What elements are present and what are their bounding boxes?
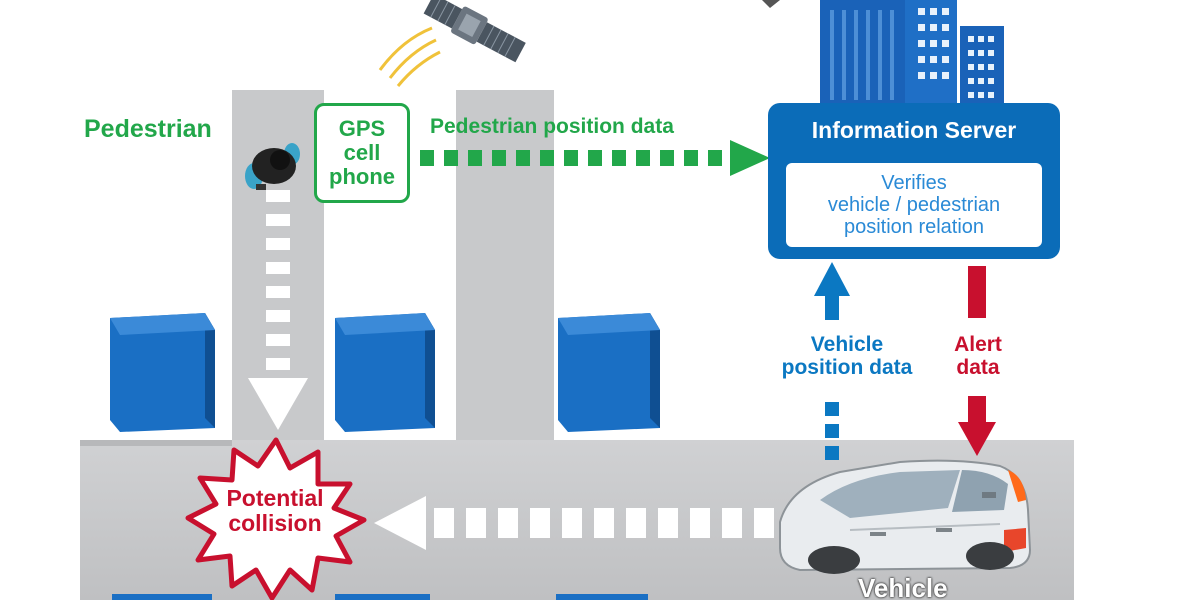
block-bottom-1	[112, 594, 212, 600]
potential-collision-label: Potential collision	[200, 485, 350, 537]
server-title: Information Server	[811, 117, 1017, 143]
vehicle-path-arrow	[374, 496, 774, 550]
server-description: Verifies vehicle / pedestrian position r…	[786, 163, 1042, 247]
city-blocks	[110, 313, 660, 600]
vehicle-position-data-label: Vehicle position data	[768, 333, 926, 379]
block-2	[335, 313, 435, 432]
alert-line2: data	[956, 355, 1000, 379]
gps-cell-phone-box: GPS cell phone	[314, 103, 410, 203]
pedestrian-label: Pedestrian	[84, 115, 212, 143]
collision-burst-icon	[185, 437, 367, 600]
block-3	[558, 313, 660, 432]
collision-line1: Potential	[226, 485, 324, 511]
alert-data-arrow	[958, 266, 996, 456]
pedestrian-icon	[245, 143, 300, 190]
vehicle-position-line1: Vehicle	[810, 333, 884, 356]
vertical-road-right	[456, 90, 554, 445]
alert-data-label: Alert data	[940, 333, 1016, 379]
road-left-edge	[80, 440, 232, 446]
block-bottom-2	[335, 594, 430, 600]
server-desc-line1: Verifies	[881, 172, 947, 194]
gps-label-line3: phone	[329, 163, 395, 189]
car-icon	[779, 459, 1032, 574]
vehicle-data-arrow	[814, 262, 850, 460]
block-bottom-3	[556, 594, 648, 600]
pedestrian-position-data-label: Pedestrian position data	[430, 115, 674, 138]
buildings-icon	[762, 0, 1004, 110]
vehicle-position-line2: position data	[781, 355, 913, 379]
vehicle-label: Vehicle	[858, 573, 948, 600]
information-server-box: Information Server Verifies vehicle / pe…	[768, 103, 1060, 259]
pedestrian-path-arrow	[248, 190, 308, 430]
alert-line1: Alert	[954, 333, 1002, 356]
collision-line2: collision	[228, 510, 322, 537]
server-desc-line2: vehicle / pedestrian	[827, 194, 1001, 216]
gps-label-line1: GPS	[338, 116, 386, 142]
gps-label-line2: cell	[343, 140, 381, 166]
server-desc-line3: position relation	[843, 216, 985, 238]
block-1	[110, 313, 215, 432]
pedestrian-data-arrow	[420, 140, 770, 176]
satellite-icon	[378, 0, 526, 87]
